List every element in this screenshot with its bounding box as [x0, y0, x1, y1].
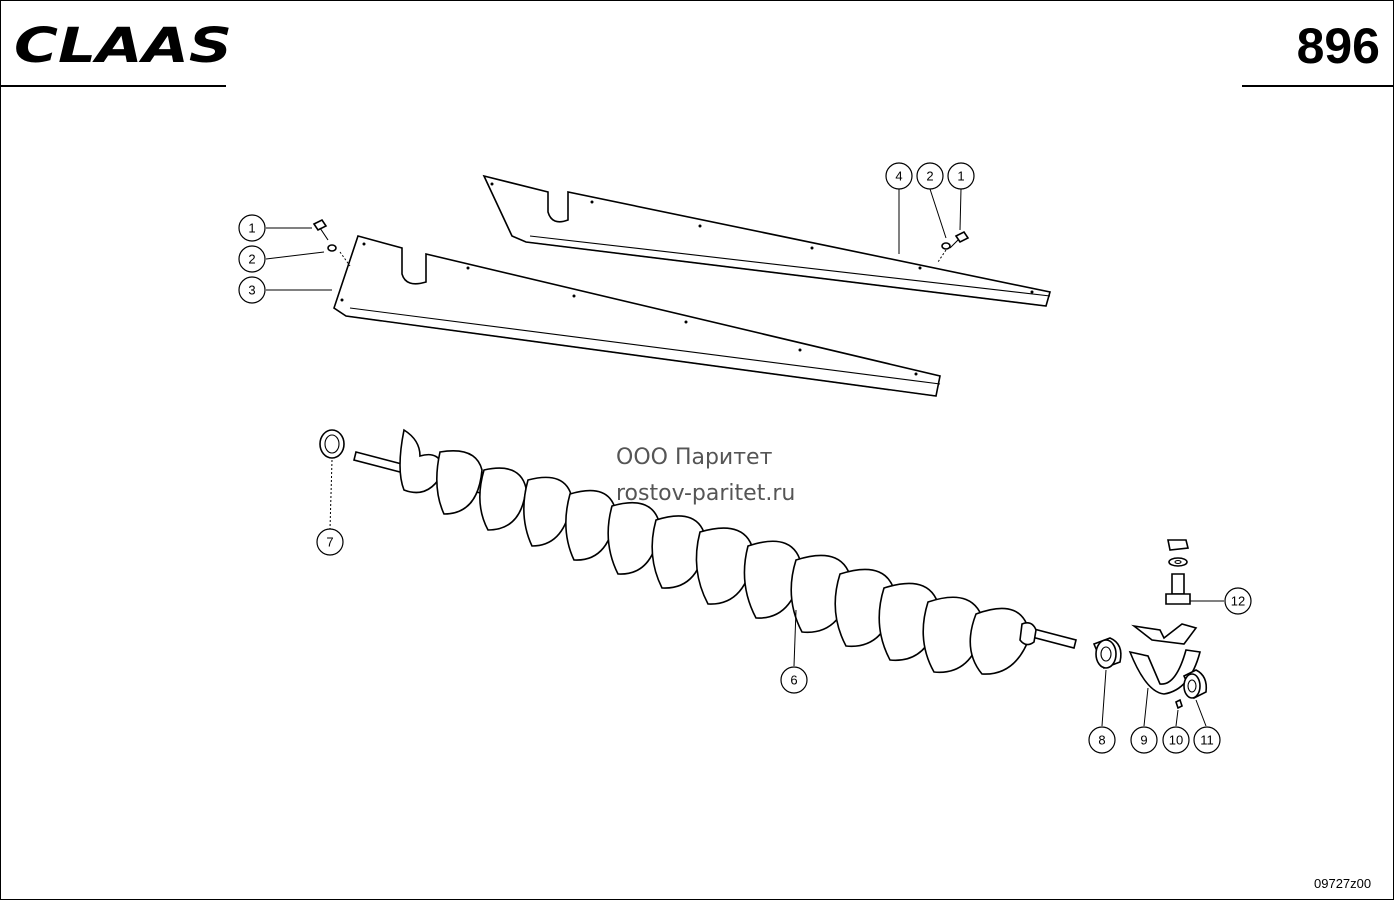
svg-text:6: 6 — [790, 673, 797, 688]
bolt-right — [941, 230, 970, 250]
callout-3: 3 — [238, 276, 266, 304]
callout-1-right: 1 — [947, 162, 975, 190]
claas-logo: CLAAS — [14, 18, 232, 70]
collar — [1182, 669, 1208, 700]
bolt-set — [1165, 539, 1191, 605]
bolt-left — [312, 218, 337, 252]
callout-9: 9 — [1130, 726, 1158, 754]
svg-text:4: 4 — [895, 169, 902, 184]
header-rule-left — [0, 85, 226, 87]
page-number: 896 — [1296, 18, 1380, 74]
bearing — [1092, 637, 1122, 670]
callout-1-left: 1 — [238, 214, 266, 242]
svg-text:11: 11 — [1200, 733, 1214, 748]
svg-text:1: 1 — [957, 169, 964, 184]
svg-text:2: 2 — [248, 252, 255, 267]
svg-text:12: 12 — [1231, 594, 1245, 609]
svg-text:2: 2 — [926, 169, 933, 184]
svg-text:9: 9 — [1140, 733, 1147, 748]
pin — [1175, 698, 1183, 710]
callout-7: 7 — [316, 528, 344, 556]
watermark-company: ООО Паритет — [616, 445, 773, 470]
svg-text:7: 7 — [326, 535, 333, 550]
callout-10: 10 — [1162, 726, 1190, 754]
leader-lines — [265, 188, 1224, 727]
seal-ring — [319, 429, 345, 459]
trough-plate-lower — [333, 235, 941, 397]
drawing-number: 09727z00 — [1314, 876, 1372, 891]
callout-8: 8 — [1088, 726, 1116, 754]
svg-text:3: 3 — [248, 283, 255, 298]
svg-text:1: 1 — [248, 221, 255, 236]
callout-2-left: 2 — [238, 245, 266, 273]
callout-2-right: 2 — [916, 162, 944, 190]
callout-12: 12 — [1224, 587, 1252, 615]
svg-text:10: 10 — [1169, 733, 1183, 748]
callout-4: 4 — [885, 162, 913, 190]
callout-11: 11 — [1193, 726, 1221, 754]
watermark: ООО Паритет rostov-paritet.ru — [616, 440, 795, 512]
svg-text:8: 8 — [1098, 733, 1105, 748]
watermark-url: rostov-paritet.ru — [616, 481, 796, 506]
trough-plate-upper — [482, 174, 1052, 307]
callout-6: 6 — [780, 666, 808, 694]
header-rule-right — [1242, 85, 1394, 87]
auger-shaft — [353, 428, 1077, 675]
claas-logo-text: CLAAS — [14, 18, 232, 70]
